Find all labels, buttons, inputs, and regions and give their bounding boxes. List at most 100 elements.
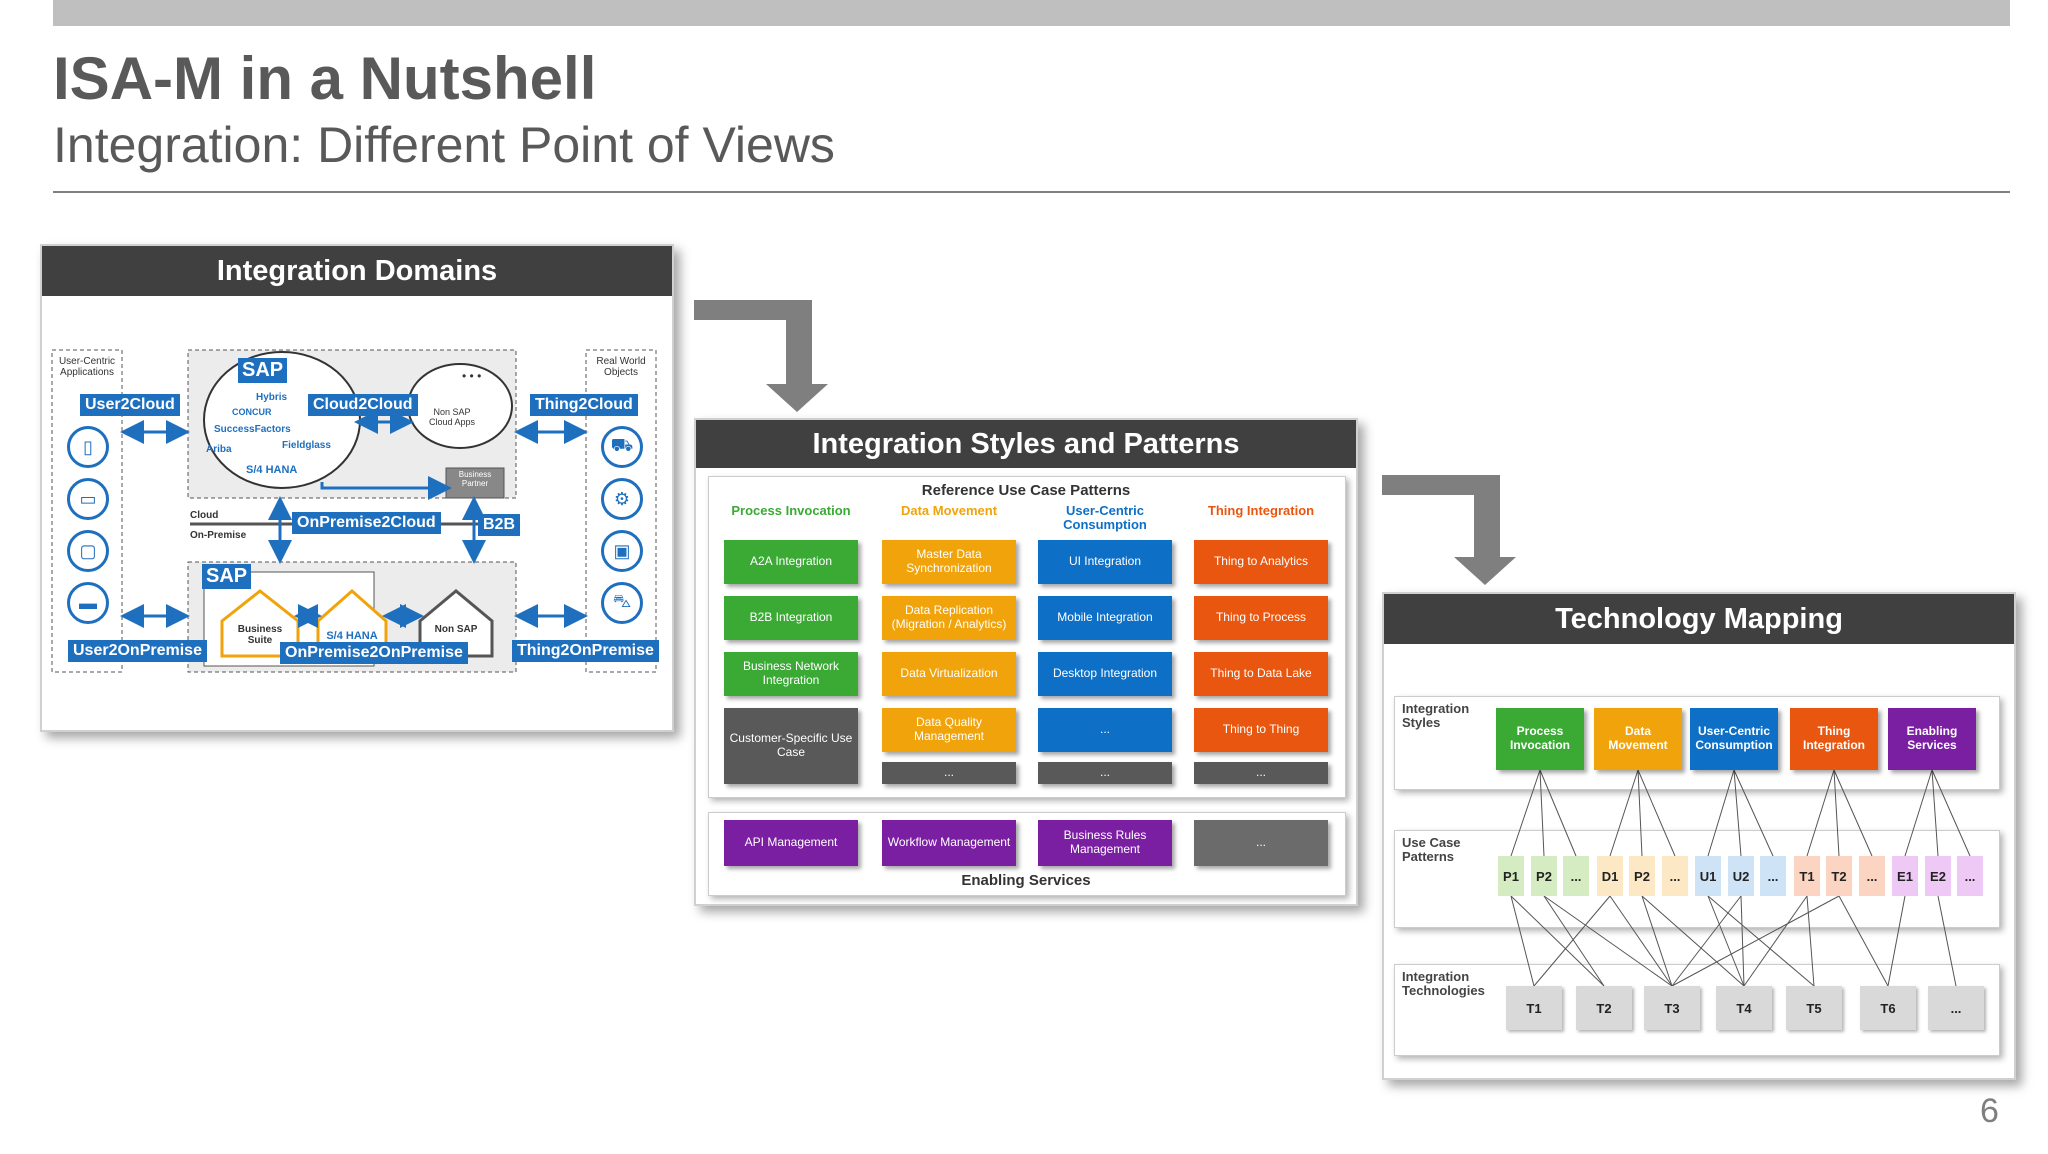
onpremise2onpremise-label: OnPremise2OnPremise	[280, 642, 468, 664]
tech-style-box: Thing Integration	[1790, 708, 1878, 770]
pattern-user-more: ...	[1038, 708, 1172, 752]
integration-technology-tile: T5	[1786, 986, 1842, 1030]
reference-patterns-title: Reference Use Case Patterns	[921, 482, 1131, 499]
mapping-connector	[1543, 895, 1673, 987]
pattern-data-more: ...	[882, 762, 1016, 784]
mapping-connector	[1510, 895, 1605, 987]
mapping-connector	[1641, 895, 1673, 987]
mapping-connector	[1838, 895, 1889, 987]
forklift-icon: ▣	[601, 530, 643, 572]
non-sap-label: Non SAP	[434, 624, 478, 635]
use-case-pattern-tile: E2	[1925, 856, 1951, 896]
cloud-label: Cloud	[190, 510, 219, 521]
robot-arm-icon: ⚙	[601, 478, 643, 520]
pattern-thing-analytics: Thing to Analytics	[1194, 540, 1328, 584]
integration-technology-tile: T2	[1576, 986, 1632, 1030]
laptop-icon: ▭	[67, 478, 109, 520]
pattern-data-replication: Data Replication (Migration / Analytics)	[882, 596, 1016, 640]
mapping-connector	[1510, 895, 1535, 987]
use-case-pattern-tile: D1	[1597, 856, 1623, 896]
tech-style-box: Data Movement	[1594, 708, 1682, 770]
tablet-icon: ▢	[67, 530, 109, 572]
use-case-pattern-tile: ...	[1662, 856, 1688, 896]
mapping-connector	[1707, 769, 1735, 857]
fieldglass-label: Fieldglass	[282, 440, 331, 451]
enabling-api-management: API Management	[724, 820, 858, 866]
car-icon: ⛟	[601, 426, 643, 468]
mapping-connector	[1740, 895, 1745, 987]
mapping-connector	[1931, 769, 1939, 857]
integration-technology-tile: T3	[1644, 986, 1700, 1030]
top-bar	[53, 0, 2010, 26]
pattern-user-more-2: ...	[1038, 762, 1172, 784]
pattern-b2b-integration: B2B Integration	[724, 596, 858, 640]
tech-style-box: Process Invocation	[1496, 708, 1584, 770]
technology-mapping-panel: Technology Mapping Integration Styles Us…	[1382, 592, 2016, 1080]
pattern-data-quality: Data Quality Management	[882, 708, 1016, 752]
page-subtitle: Integration: Different Point of Views	[53, 117, 835, 173]
user2cloud-label: User2Cloud	[80, 394, 180, 416]
pattern-thing-data-lake: Thing to Data Lake	[1194, 652, 1328, 696]
integration-technology-tile: T1	[1506, 986, 1562, 1030]
mapping-connector	[1637, 769, 1676, 857]
mapping-connector	[1806, 895, 1815, 987]
use-case-pattern-tile: ...	[1859, 856, 1885, 896]
process-invocation-header: Process Invocation	[731, 503, 851, 518]
mapping-connector	[1937, 895, 1957, 987]
use-case-patterns-row-label: Use Case Patterns	[1402, 835, 1461, 865]
pattern-desktop-integration: Desktop Integration	[1038, 652, 1172, 696]
concur-label: CONCUR	[232, 407, 272, 417]
mapping-connector	[1904, 769, 1933, 857]
integration-styles-heading: Integration Styles and Patterns	[696, 420, 1356, 468]
mapping-connector	[1533, 895, 1611, 987]
pattern-thing-more: ...	[1194, 762, 1328, 784]
mapping-connector	[1733, 769, 1774, 857]
use-case-pattern-tile: U2	[1728, 856, 1754, 896]
mapping-connector	[1510, 769, 1541, 857]
mapping-connector	[1637, 769, 1643, 857]
successfactors-label: SuccessFactors	[214, 424, 291, 435]
cloud2cloud-label: Cloud2Cloud	[308, 394, 418, 416]
desktop-icon: ▬	[67, 582, 109, 624]
tech-style-box: User-Centric Consumption	[1690, 708, 1778, 770]
enabling-business-rules: Business Rules Management	[1038, 820, 1172, 866]
s4hana-onprem-label: S/4 HANA	[326, 630, 378, 642]
business-suite-label: Business Suite	[237, 624, 283, 646]
onpremise2cloud-label: OnPremise2Cloud	[292, 512, 441, 534]
pattern-thing-thing: Thing to Thing	[1194, 708, 1328, 752]
mapping-connector	[1641, 895, 1745, 987]
use-case-pattern-tile: ...	[1563, 856, 1589, 896]
tech-mapping-lines	[1510, 769, 1971, 987]
mapping-connector	[1931, 769, 1971, 857]
pattern-master-data-sync: Master Data Synchronization	[882, 540, 1016, 584]
page-title: ISA-M in a Nutshell	[53, 45, 597, 112]
mapping-connector	[1539, 769, 1545, 857]
integration-domains-heading: Integration Domains	[42, 246, 672, 296]
use-case-pattern-tile: P2	[1629, 856, 1655, 896]
data-movement-header: Data Movement	[900, 503, 998, 518]
pattern-thing-process: Thing to Process	[1194, 596, 1328, 640]
mapping-connector	[1539, 769, 1577, 857]
hybris-label: Hybris	[256, 392, 288, 403]
sap-logo: SAP	[238, 358, 288, 383]
mapping-connector	[1733, 769, 1742, 857]
integration-technology-tile: T4	[1716, 986, 1772, 1030]
integration-technologies-row-label: Integration Technologies	[1402, 969, 1485, 999]
mapping-connector	[1887, 895, 1906, 987]
integration-technology-tile: ...	[1928, 986, 1984, 1030]
sap-onprem-logo: SAP	[202, 564, 252, 589]
real-world-label: Real World Objects	[596, 356, 646, 378]
mapping-connector	[1707, 895, 1745, 987]
mapping-connector	[1833, 769, 1840, 857]
use-case-pattern-tile: P1	[1498, 856, 1524, 896]
flow-arrow-icon	[694, 300, 828, 412]
mapping-connector	[1609, 895, 1673, 987]
enabling-workflow-management: Workflow Management	[882, 820, 1016, 866]
cloud-dots-label: • • •	[462, 369, 482, 383]
thing2cloud-label: Thing2Cloud	[530, 394, 638, 416]
cart-icon: ⛍	[601, 582, 643, 624]
mapping-connector	[1806, 769, 1835, 857]
mapping-connector	[1743, 895, 1808, 987]
enabling-services-title: Enabling Services	[961, 872, 1091, 889]
use-case-pattern-tile: E1	[1892, 856, 1918, 896]
